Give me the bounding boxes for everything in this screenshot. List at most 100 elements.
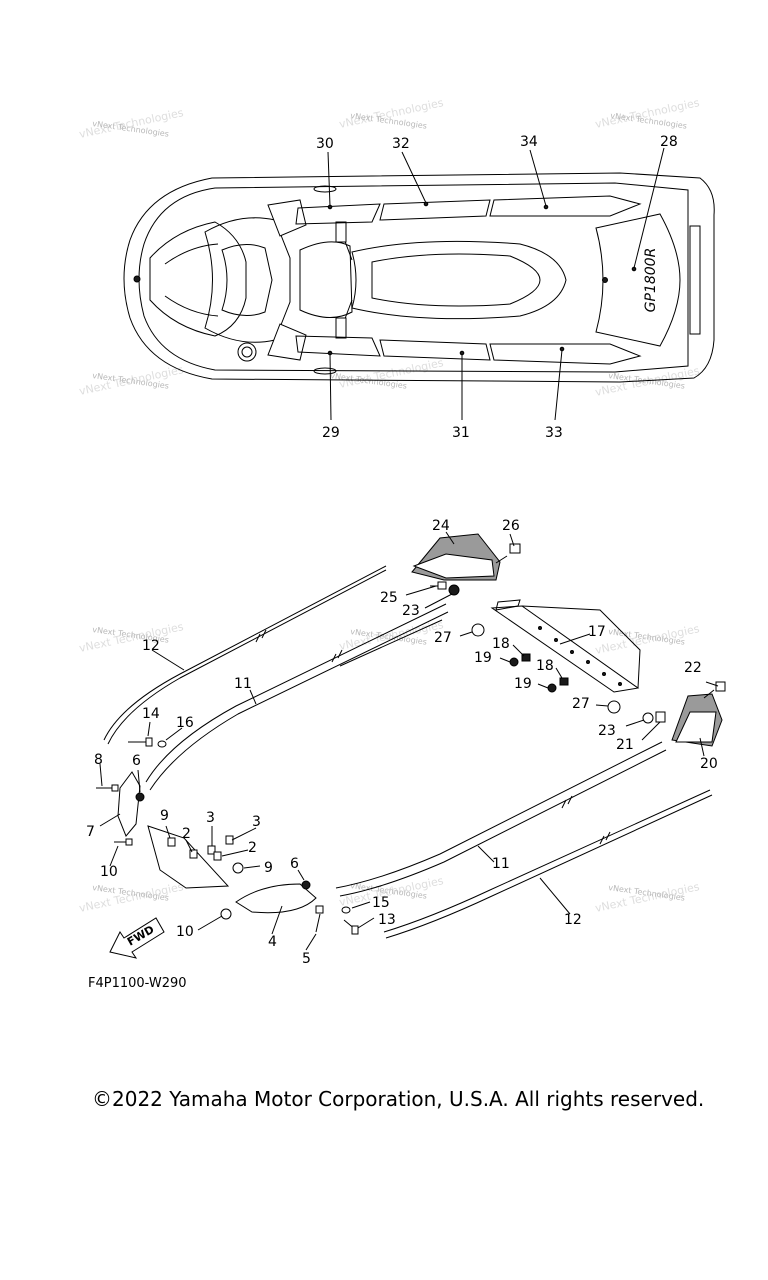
callout-30: 30 [316,136,334,152]
nut-27-top [471,623,485,637]
screw-2-left [189,849,198,859]
leader-6-right [297,869,305,881]
callout-6-left: 6 [132,753,141,769]
leader-9-left [165,825,171,839]
leader-3-right [231,827,257,841]
nose-panel [149,221,247,337]
rivet-14 [128,737,153,747]
bolt-22 [703,681,726,699]
washer-6-right [301,880,311,890]
exploded-parts: FWD [96,533,726,959]
callout-3-left: 3 [206,810,215,826]
washer-19-right [547,683,557,693]
leader-dot [327,204,333,210]
bow-cover-4 [235,883,317,914]
rail-strip-12-top-b [107,569,387,745]
leader-20 [699,737,705,757]
leader-dot [631,266,637,272]
leader-4 [271,905,283,935]
bracket-17-holes [538,626,622,686]
callout-24: 24 [432,518,450,534]
mat-33 [489,343,642,365]
stern-platform [689,225,701,335]
leader-30 [327,151,331,207]
leader-22 [705,681,719,687]
callout-9-right: 9 [264,860,273,876]
seat [351,240,567,320]
callout-2-right: 2 [248,840,257,856]
leader-19-right [537,683,549,689]
bracket-17-frame [521,605,641,689]
callout-18-left: 18 [492,636,510,652]
callout-33: 33 [545,425,563,441]
callout-14: 14 [142,706,160,722]
callout-12-top: 12 [142,638,160,654]
nut-27-bottom [607,700,621,714]
screw-5 [315,905,324,933]
callout-9-left: 9 [160,808,169,824]
hull-inner-line [138,182,689,373]
bow-hatch [204,217,291,343]
right-grip [335,317,347,339]
screw-2-right [213,851,222,861]
leader-2-right [221,849,249,857]
bolt-8 [96,784,119,792]
clip-9-left [167,837,176,847]
gunwale-11-top-b [149,611,449,791]
leader-25 [405,585,437,596]
bolt-26 [495,543,521,564]
nose-contour [164,295,219,317]
callout-5: 5 [302,951,311,967]
leader-11-bottom [477,845,495,863]
nut-23-bottom [642,712,654,724]
callout-21: 21 [616,737,634,753]
leader-14 [147,721,151,737]
diagram-code: F4P1100-W290 [88,976,187,991]
break-mark [255,629,267,643]
leader-24 [445,531,455,545]
callout-2-left: 2 [182,826,191,842]
steering-console [299,241,353,318]
leader-17 [559,633,591,645]
bracket-17-end [495,599,521,611]
seat-inner [371,253,541,307]
rear-deck-mat [595,213,681,347]
hull-outline [123,172,715,383]
left-mirror [267,199,307,237]
nut-3-right [225,835,234,845]
leader-11-top [249,689,257,705]
rivet-13 [343,919,359,935]
leader-10-lower [197,915,223,931]
leader-23-top [424,593,453,609]
leader-29 [329,353,332,421]
gunwale-11-bottom-b [339,749,667,897]
callout-11-top: 11 [234,676,252,692]
washer-6-left [135,792,145,802]
callout-15: 15 [372,895,390,911]
leader-6-left [137,769,141,793]
callout-8: 8 [94,752,103,768]
leader-5 [305,933,317,951]
callout-25: 25 [380,590,398,606]
top-view-callouts: 30 32 34 28 29 31 33 [316,134,678,441]
callout-29: 29 [322,425,340,441]
leader-13 [357,917,375,929]
left-grip [335,221,347,243]
rear-cover-20-face [675,711,717,743]
washer-16 [157,740,167,748]
right-mirror [267,323,307,361]
callout-17: 17 [588,624,606,640]
screw-18-left [521,653,531,662]
leader-12-top [151,649,185,671]
leader-34 [529,149,547,207]
leader-16 [165,727,183,741]
leader-33 [554,349,563,421]
callout-11-bottom: 11 [492,856,510,872]
callout-7: 7 [86,824,95,840]
fuel-cap-inner [241,346,253,358]
leader-10-upper [109,845,119,867]
leader-9-right [243,865,261,869]
break-mark [331,649,343,663]
washer-15 [341,906,351,914]
